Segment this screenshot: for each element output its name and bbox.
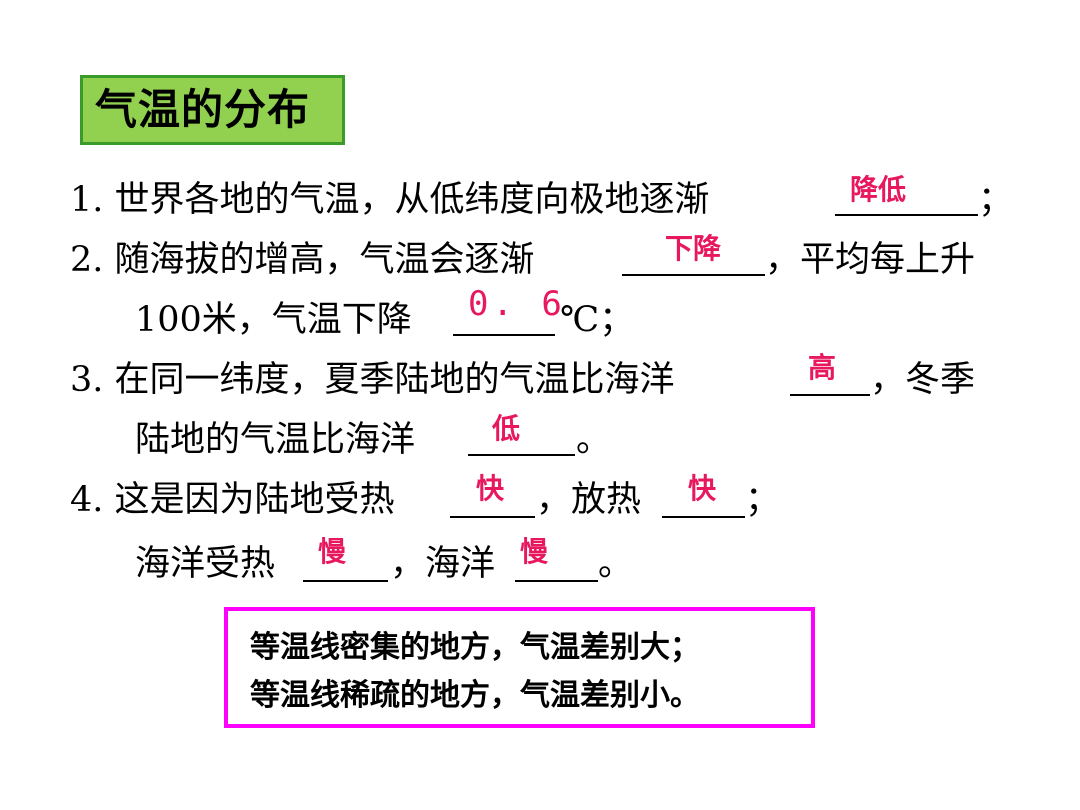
item-4-answer-4: 慢	[520, 535, 549, 568]
item-2-answer-2: 0. 6	[468, 284, 566, 324]
item-4-blank-1	[450, 516, 535, 518]
item-3-line-1-after: ，冬季	[870, 360, 976, 400]
item-4-line-1-middle: ，放热	[536, 480, 642, 520]
item-4-blank-2	[662, 516, 745, 518]
item-3-line-1-text: 3. 在同一纬度，夏季陆地的气温比海洋	[70, 360, 675, 400]
note-line-1: 等温线密集的地方，气温差别大；	[250, 630, 700, 665]
item-2-answer-1: 下降	[665, 232, 722, 265]
item-4-blank-4	[515, 580, 598, 582]
item-1-line-1-text: 1. 世界各地的气温，从低纬度向极地逐渐	[70, 180, 710, 220]
item-4-line-1-after: ；	[745, 480, 781, 520]
item-4-line-2-after: 。	[598, 544, 634, 584]
item-1-blank	[835, 214, 978, 216]
item-3-blank-1	[790, 394, 870, 396]
item-2-line-2-text: 100米，气温下降	[135, 300, 412, 340]
item-2-line-2-after: ℃；	[560, 300, 635, 340]
item-1-answer: 降低	[850, 173, 907, 206]
isotherm-note-box: 等温线密集的地方，气温差别大； 等温线稀疏的地方，气温差别小。	[224, 607, 815, 728]
item-4-answer-1: 快	[476, 472, 505, 505]
item-1-line-1-after: ；	[978, 180, 1014, 220]
item-2-line-1-text: 2. 随海拔的增高，气温会逐渐	[70, 240, 535, 280]
item-3-line-2-after: 。	[576, 420, 612, 460]
item-3-line-2-text: 陆地的气温比海洋	[135, 420, 416, 460]
item-3-blank-2	[468, 454, 575, 456]
item-3-answer-2: 低	[492, 412, 521, 445]
item-4-line-2-middle: ，海洋	[390, 544, 496, 584]
item-4-answer-3: 慢	[318, 535, 347, 568]
item-4-answer-2: 快	[688, 472, 717, 505]
item-4-line-1-text: 4. 这是因为陆地受热	[70, 480, 395, 520]
page-title: 气温的分布	[95, 85, 311, 134]
item-3-answer-1: 高	[808, 351, 837, 384]
item-2-blank-1	[622, 274, 765, 276]
note-line-2: 等温线稀疏的地方，气温差别小。	[250, 678, 700, 713]
item-4-blank-3	[303, 580, 388, 582]
item-2-blank-2	[453, 334, 555, 336]
title-box: 气温的分布	[80, 75, 345, 145]
item-2-line-1-after: ，平均每上升	[765, 240, 976, 280]
item-4-line-2-text: 海洋受热	[135, 544, 276, 584]
